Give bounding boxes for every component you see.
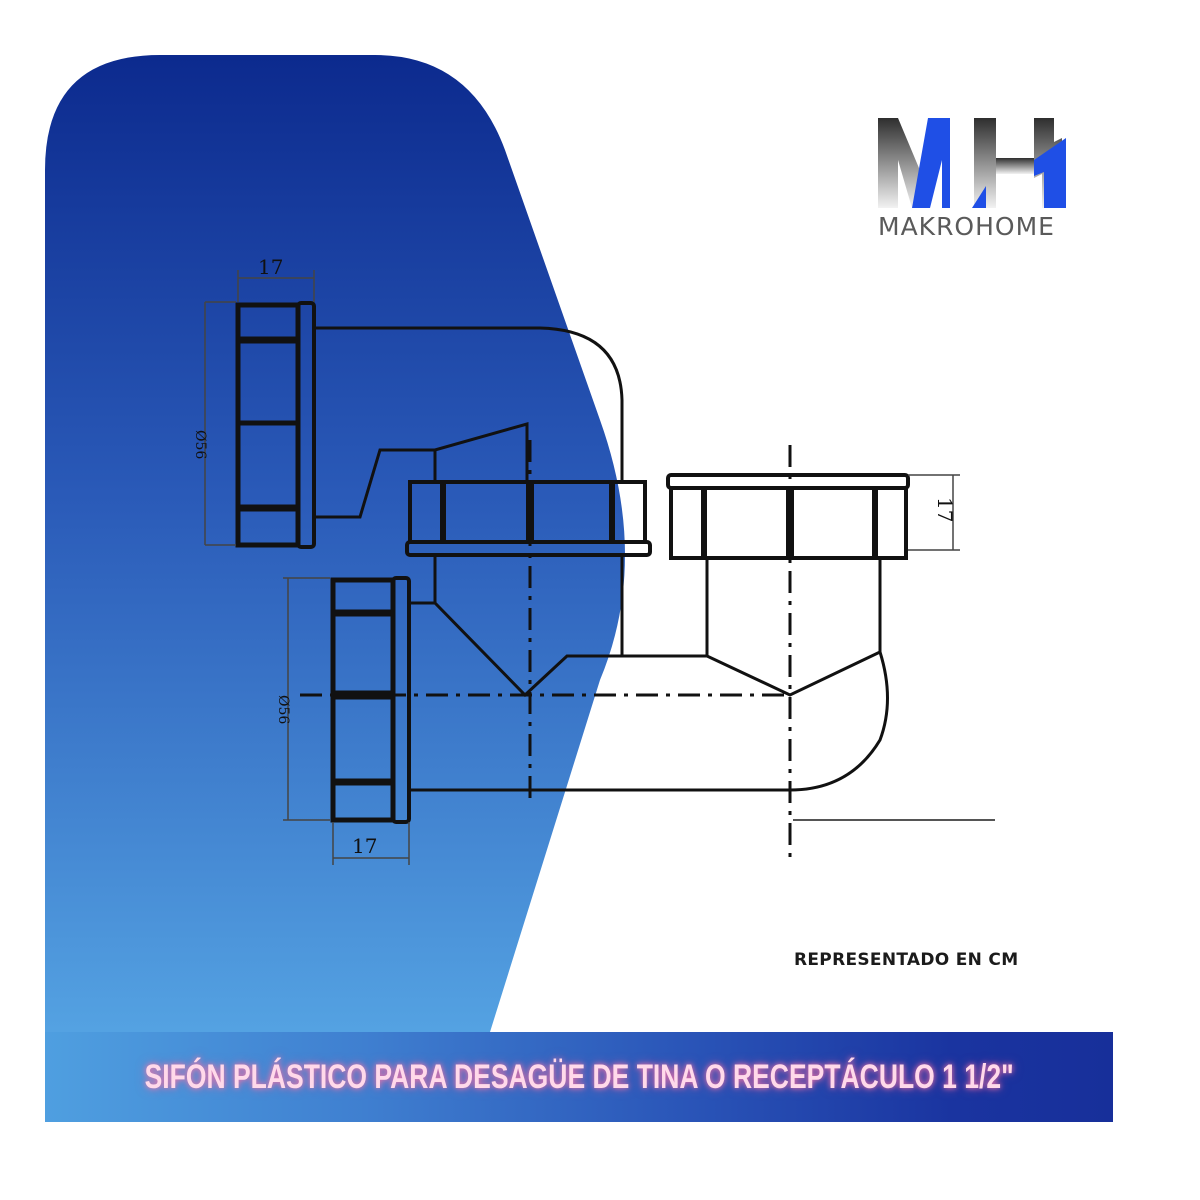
top-inlet-diameter-label: Ø56 [192,430,208,459]
bottom-inlet-diameter-label: Ø56 [275,695,291,724]
top-inlet-nut [235,301,316,549]
upper-elbow-body [314,326,624,519]
outlet-height-label: 17 [933,497,957,522]
outlet-nut [666,473,910,560]
siphon-technical-drawing [204,270,995,865]
product-title: SIFÓN PLÁSTICO PARA DESAGÜE DE TINA O RE… [144,1057,1014,1096]
units-note: REPRESENTADO EN CM [794,950,1019,970]
mh-monogram-icon [878,118,1066,208]
product-title-banner: SIFÓN PLÁSTICO PARA DESAGÜE DE TINA O RE… [45,1032,1113,1122]
outlet-dimension-lines [908,474,960,551]
top-inlet-width-label: 17 [258,255,283,279]
center-lines [300,440,792,860]
blue-background-shape [45,55,625,1032]
top-inlet-dimension-lines [204,270,315,546]
makrohome-logo [878,118,1066,208]
bottom-inlet-dimension-lines [283,577,410,865]
brand-name: MAKROHOME [878,212,1055,241]
bottom-inlet-width-label: 17 [352,834,377,858]
